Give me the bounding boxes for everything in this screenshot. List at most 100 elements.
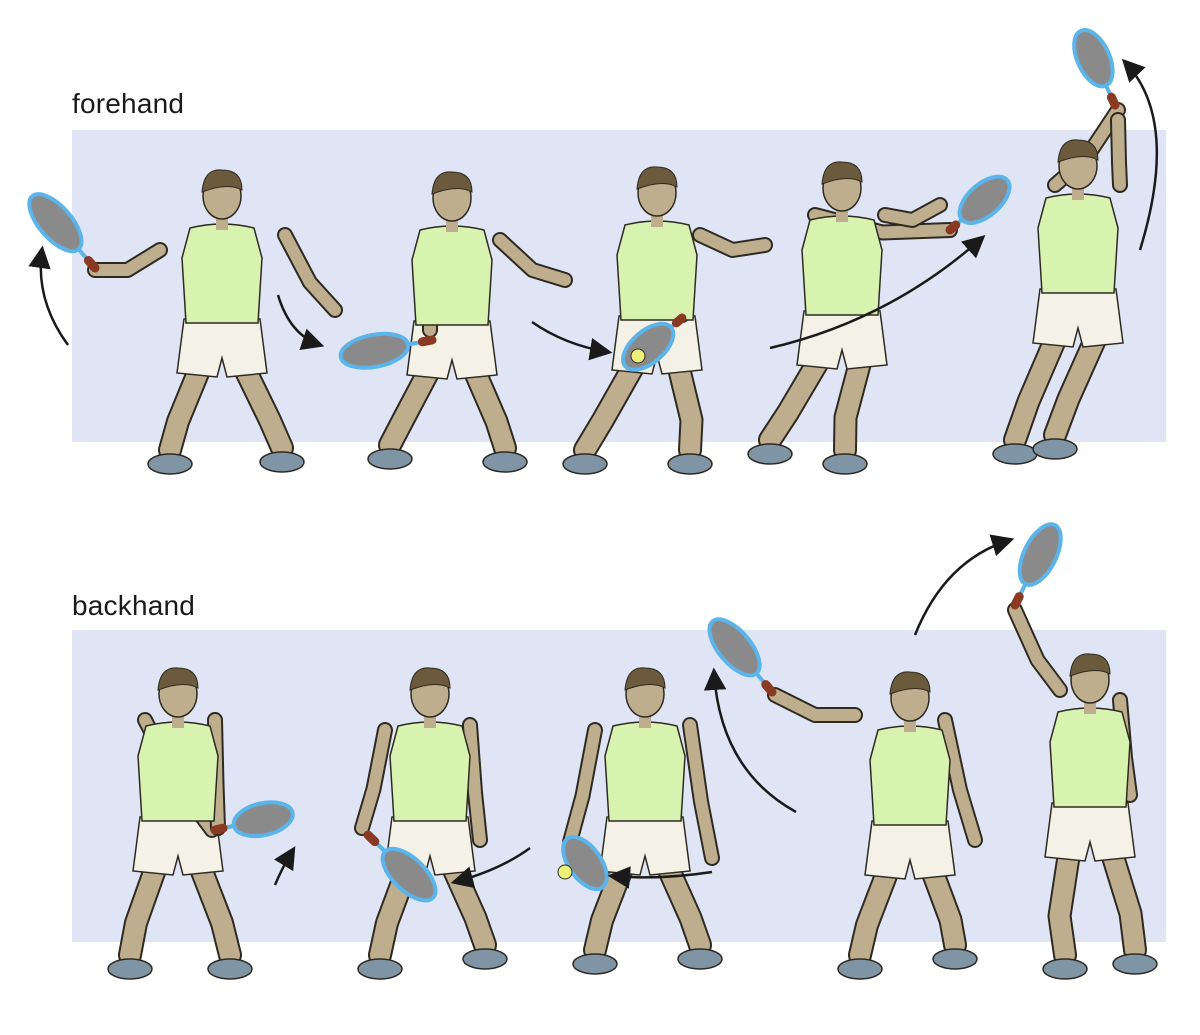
leg [667,350,702,460]
arm [694,229,771,256]
leg [1005,323,1068,450]
shirt [616,220,698,321]
backhand-player-1 [107,667,295,980]
tennis-ball [630,348,646,364]
racket [210,800,295,839]
shoe [1112,953,1158,975]
shoe [932,948,978,970]
shorts [176,318,268,378]
shoe [462,948,508,970]
shorts [1044,802,1136,862]
shorts [599,816,691,876]
backhand-player-4 [707,617,983,980]
racket-grip [363,830,380,847]
racket [363,830,438,903]
leg [1045,323,1108,445]
racket-grip [210,823,228,835]
swing-arrow [703,667,797,814]
hair [157,667,199,691]
forehand-player-5 [992,28,1128,465]
shirt [869,725,951,826]
shoe [207,958,253,980]
shorts [864,820,956,880]
shoe [562,453,608,475]
leg [380,355,442,455]
swing-arrow [450,846,531,889]
leg [655,851,710,955]
arm [464,719,486,846]
leg [575,350,647,460]
racket-head [380,846,438,903]
hair [821,161,863,185]
shoe [667,453,713,475]
shoe [107,958,153,980]
swing-arrow [913,534,1015,636]
shoe [357,958,403,980]
racket-grip [1106,92,1120,110]
hair [636,166,678,190]
racket-head [1017,522,1063,587]
leg [1049,837,1080,965]
swing-arrow [769,235,986,350]
backhand-player-5 [1007,522,1158,980]
shirt [411,225,493,326]
arm [939,714,981,846]
tennis-ball [557,864,573,880]
racket [945,174,1012,235]
shirt [604,721,686,822]
backhand-player-3 [557,667,723,975]
forehand-player-3 [562,166,773,475]
arm [769,689,861,721]
swing-arrow [1121,58,1159,251]
shoe [1032,438,1078,460]
arm [356,724,391,834]
swing-arrow [276,294,325,350]
shorts [406,320,498,380]
shirt [137,721,219,822]
hair [431,171,473,195]
shorts [1032,288,1124,348]
leg [760,345,832,450]
swing-arrow [607,866,713,889]
forehand-player-1 [27,169,343,475]
shirt [389,721,471,822]
swing-arrow [273,846,296,886]
arm [1112,114,1126,191]
shoe [837,958,883,980]
hair [1069,653,1111,677]
arm [279,229,341,316]
racket [707,617,777,697]
shoe [992,443,1038,465]
leg [462,355,515,458]
arm [684,719,718,864]
leg [920,855,965,955]
hair [409,667,451,691]
forehand-player-2 [338,171,573,473]
shirt [1049,707,1131,808]
leg [188,851,240,965]
arm [879,199,946,226]
shoe [147,453,193,475]
racket [1010,522,1063,610]
racket [27,192,100,273]
leg [120,851,168,965]
racket [1072,28,1120,110]
racket-grip [945,220,961,235]
shoe [259,451,305,473]
forehand-player-4 [747,161,1012,475]
racket-grip [1010,592,1024,610]
racket-grip [761,680,777,697]
shoe [822,453,868,475]
racket-head [231,800,295,839]
hair [624,667,666,691]
leg [232,353,292,458]
arm [564,724,601,848]
shoe [1042,958,1088,980]
shirt [801,215,883,316]
shirt [1037,193,1119,294]
arm [494,234,571,286]
shoe [482,451,528,473]
racket-head [1072,28,1115,89]
forehand-label: forehand [72,88,185,119]
